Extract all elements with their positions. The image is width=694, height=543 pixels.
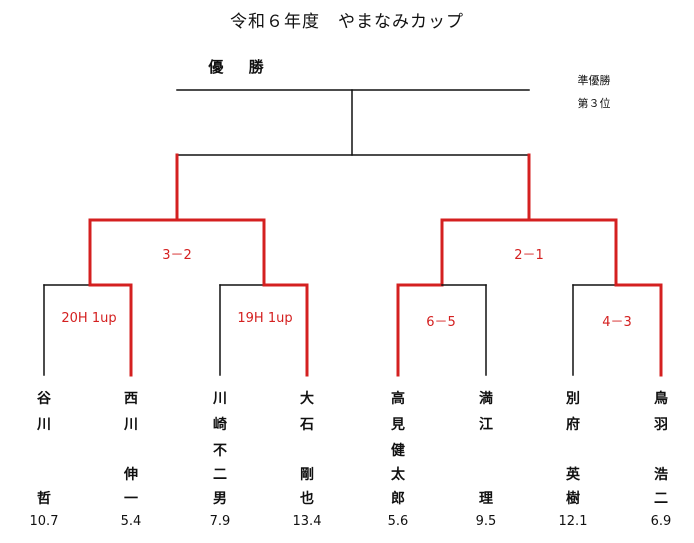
player-name-char: 剛 xyxy=(300,467,314,483)
player-name-char: 英 xyxy=(566,467,580,483)
player-name-char: 也 xyxy=(300,491,314,507)
player-name-char: 川 xyxy=(124,417,138,433)
player-name-char: 別 xyxy=(566,391,580,407)
player-name-char: 川 xyxy=(37,417,51,433)
player-handicap-3: 7.9 xyxy=(209,514,231,529)
player-name-char: 理 xyxy=(479,491,493,507)
player-name-char: 川 xyxy=(213,391,227,407)
player-name-char: 鳥 xyxy=(654,391,668,407)
third-place-label: 第３位 xyxy=(577,97,611,110)
player-name-char: 太 xyxy=(391,467,405,483)
player-handicap-7: 12.1 xyxy=(558,514,588,529)
runner-up-label: 準優勝 xyxy=(577,74,611,87)
score-semi-right: 2－1 xyxy=(514,248,544,263)
score-q2: 19H 1up xyxy=(237,311,293,326)
player-name-char: 哲 xyxy=(37,491,51,507)
player-handicap-8: 6.9 xyxy=(650,514,672,529)
player-name-char: 羽 xyxy=(654,417,668,433)
champion-label: 優 勝 xyxy=(208,58,274,76)
player-name-char: 浩 xyxy=(654,467,668,483)
score-q3: 6－5 xyxy=(426,315,456,330)
player-name-char: 谷 xyxy=(37,391,51,407)
player-name-char: 一 xyxy=(124,491,138,507)
player-name-char: 二 xyxy=(654,491,668,507)
player-handicap-1: 10.7 xyxy=(29,514,59,529)
player-name-char: 樹 xyxy=(566,491,580,507)
player-name-char: 崎 xyxy=(213,417,227,433)
score-q4: 4－3 xyxy=(602,315,632,330)
player-name-char: 健 xyxy=(391,443,405,459)
player-name-char: 石 xyxy=(300,417,314,433)
player-name-char: 満 xyxy=(479,391,493,407)
page-title: 令和６年度 やまなみカップ xyxy=(230,12,464,32)
player-handicap-4: 13.4 xyxy=(292,514,322,529)
player-handicap-2: 5.4 xyxy=(120,514,142,529)
player-name-char: 不 xyxy=(213,443,227,459)
player-name-char: 高 xyxy=(391,391,405,407)
score-semi-left: 3－2 xyxy=(162,248,192,263)
player-name-char: 大 xyxy=(300,391,314,407)
player-handicap-6: 9.5 xyxy=(475,514,497,529)
player-name-char: 西 xyxy=(124,391,138,407)
player-name-char: 江 xyxy=(479,417,493,433)
player-name-char: 郎 xyxy=(391,491,405,507)
player-handicap-5: 5.6 xyxy=(387,514,409,529)
player-name-char: 二 xyxy=(213,467,227,483)
player-name-char: 伸 xyxy=(124,467,138,483)
player-name-char: 男 xyxy=(213,491,227,507)
player-name-char: 府 xyxy=(566,417,580,433)
player-name-char: 見 xyxy=(391,417,405,433)
score-q1: 20H 1up xyxy=(61,311,117,326)
